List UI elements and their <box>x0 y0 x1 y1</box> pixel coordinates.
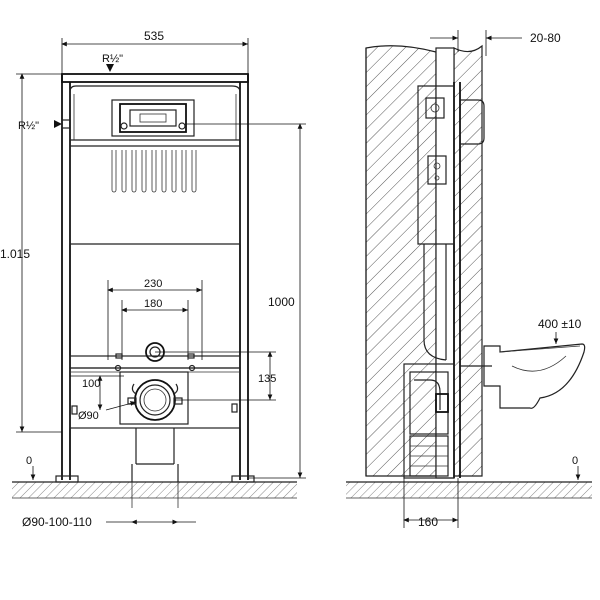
top-inlet: R½" <box>102 53 123 72</box>
side-floor-zero-label: 0 <box>572 455 578 467</box>
outlet-elbow <box>127 379 183 421</box>
frame-height-dimension: 1000 <box>185 123 306 479</box>
frame-depth-dimension: 160 <box>403 478 459 529</box>
height-100-label: 100 <box>82 378 100 390</box>
flush-plate-opening <box>111 99 195 137</box>
top-inlet-label: R½" <box>102 53 123 65</box>
cistern <box>69 85 241 245</box>
width-dimension: 535 <box>61 29 249 74</box>
spacing-180-label: 180 <box>144 298 162 310</box>
lower-bracket <box>69 367 241 429</box>
total-height-label: 1.015 <box>0 247 30 261</box>
front-floor-zero-marker: 0 <box>26 455 36 480</box>
outlet-diameter-label: Ø90 <box>78 410 99 422</box>
bowl-height-marker: 400 ±10 <box>538 317 582 344</box>
side-inlet-label: R½" <box>18 120 39 132</box>
wall-hung-bowl <box>460 343 586 409</box>
front-floor-zero-label: 0 <box>26 455 32 467</box>
height-135-label: 135 <box>258 373 276 385</box>
frame-depth-label: 160 <box>418 515 438 529</box>
front-floor <box>12 481 297 499</box>
depth-label: 20-80 <box>530 31 561 45</box>
bowl-height-label: 400 ±10 <box>538 317 582 331</box>
front-view: 0 <box>0 29 306 529</box>
height-135-dimension: 135 <box>155 351 276 401</box>
spacing-180-dimension: 180 <box>121 298 189 360</box>
side-floor-zero-marker: 0 <box>572 455 581 480</box>
side-flush-pipe <box>423 244 447 361</box>
pipe-diameter-label: Ø90-100-110 <box>22 515 92 529</box>
width-label: 535 <box>144 29 164 43</box>
side-view: 0 20-80 <box>346 30 592 529</box>
pipe-diameter-dimension: Ø90-100-110 <box>22 515 196 529</box>
depth-dimension: 20-80 <box>430 30 561 56</box>
spacing-230-dimension: 230 <box>107 278 203 360</box>
side-floor <box>346 481 592 499</box>
frame-height-label: 1000 <box>268 295 295 309</box>
side-lower-bracket <box>403 363 455 479</box>
height-100-dimension: 100 <box>70 375 124 410</box>
side-cistern <box>417 85 485 245</box>
cistern-ribs <box>111 150 197 193</box>
total-height-dimension: 1.015 <box>0 73 62 433</box>
outlet-diameter-marker: Ø90 <box>71 401 238 422</box>
spacing-230-label: 230 <box>144 278 162 290</box>
drain-pipe <box>131 428 179 508</box>
